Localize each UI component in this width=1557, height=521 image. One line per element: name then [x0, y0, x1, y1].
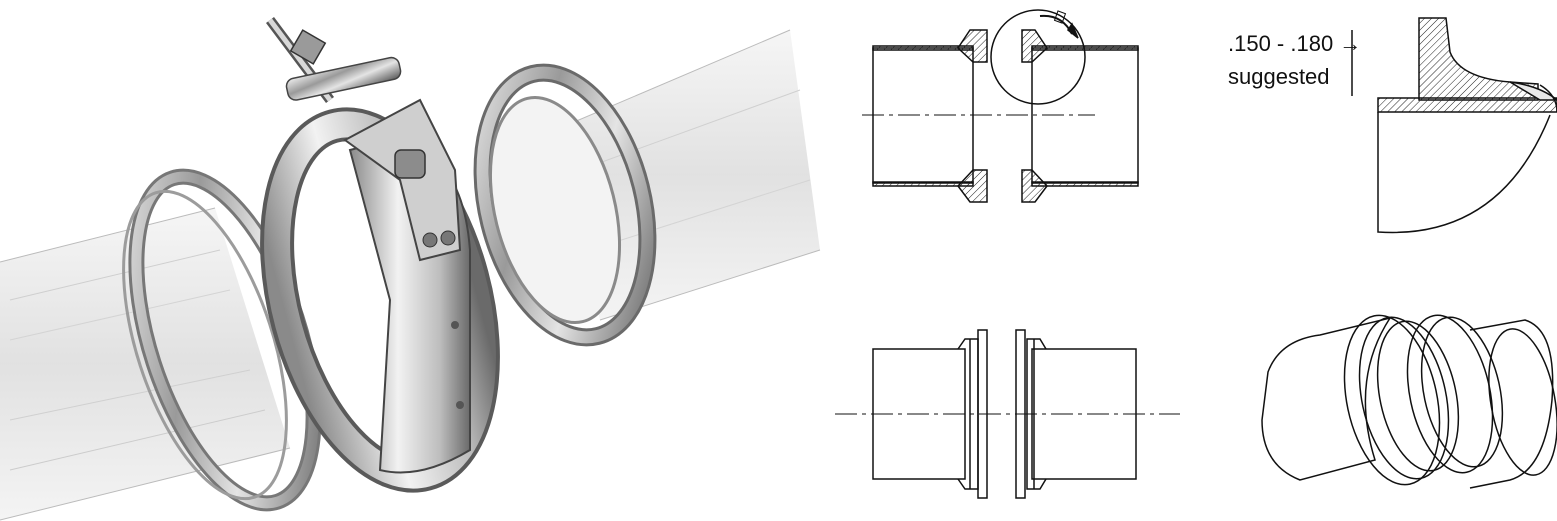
isometric-drawing: [1261, 314, 1557, 489]
section-drawing-top: [862, 9, 1139, 203]
dimension-label: .150 - .180 →: [1228, 31, 1362, 56]
right-pipe: [559, 29, 821, 321]
right-tube-iso: [1469, 319, 1554, 489]
weld-detail: [1351, 17, 1557, 234]
left-tube-iso: [1261, 316, 1392, 481]
right-tube-elevation: [1031, 348, 1137, 480]
left-tube-section: [872, 47, 974, 184]
clamp-photo: [0, 17, 821, 521]
vband-clamp: [260, 17, 500, 493]
suggested-label: suggested: [1228, 64, 1330, 89]
right-flange-ring: [473, 63, 657, 347]
elevation-drawing-bottom: [835, 329, 1180, 499]
detail-circle: [990, 9, 1086, 105]
left-pipe: [0, 207, 291, 521]
